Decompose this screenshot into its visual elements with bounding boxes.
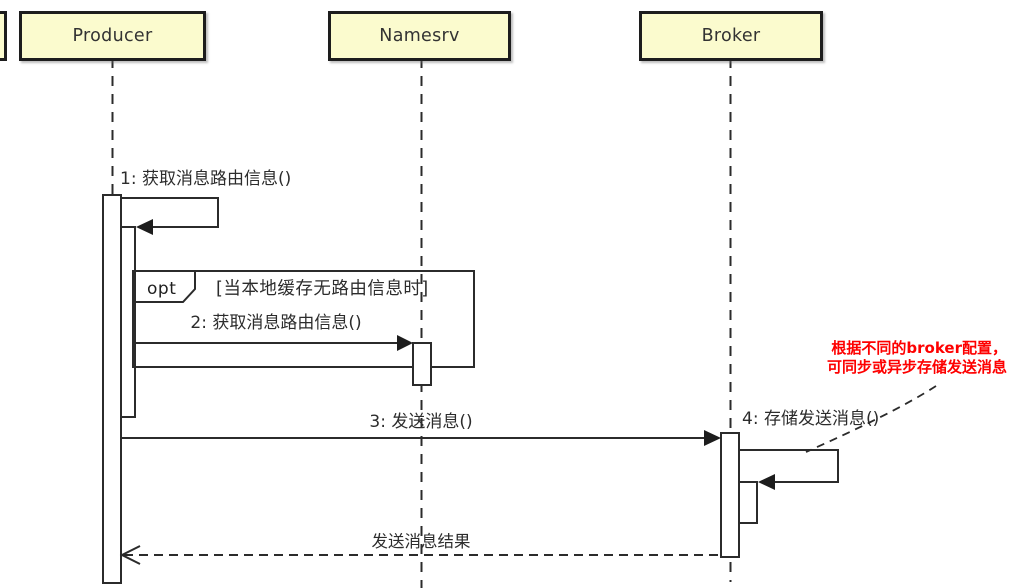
message-1-line — [121, 197, 219, 228]
opt-fragment-tab — [132, 270, 196, 303]
message-2-arrowhead-icon — [397, 335, 413, 351]
reply-open-arrowhead-icon — [119, 545, 141, 565]
message-3-arrowhead-icon — [704, 430, 721, 446]
message-4-label: 4: 存储发送消息() — [742, 409, 880, 429]
message-4-line — [739, 449, 839, 483]
participant-namesrv: Namesrv — [328, 11, 511, 61]
message-2-label: 2: 获取消息路由信息() — [190, 313, 362, 333]
broker-config-note-line1: 根据不同的broker配置， — [831, 339, 1007, 357]
opt-operator-label: opt — [147, 279, 177, 299]
opt-fragment-frame — [132, 270, 475, 368]
opt-guard-label: [当本地缓存无路由信息时] — [216, 279, 429, 299]
message-1-arrowhead-icon — [136, 219, 153, 235]
participant-broker-label: Broker — [701, 26, 761, 46]
participant-broker: Broker — [639, 11, 823, 61]
activation-producer-nested — [120, 226, 136, 418]
activation-broker-outer — [720, 432, 740, 558]
participant-producer-label: Producer — [72, 26, 153, 46]
participant-namesrv-label: Namesrv — [379, 26, 460, 46]
activation-broker-nested — [738, 481, 758, 524]
message-1-label: 1: 获取消息路由信息() — [120, 169, 292, 189]
broker-config-note-line2: 可同步或异步存储发送消息 — [826, 358, 1007, 376]
cropped-participant-box — [0, 11, 7, 61]
message-4-arrowhead-icon — [758, 474, 775, 490]
participant-producer: Producer — [19, 11, 206, 61]
message-3-label: 3: 发送消息() — [369, 412, 473, 432]
activation-namesrv — [412, 342, 432, 386]
reply-label: 发送消息结果 — [371, 532, 471, 551]
activation-producer-outer — [102, 194, 122, 584]
broker-config-note: 根据不同的broker配置， 可同步或异步存储发送消息 — [827, 339, 1007, 377]
